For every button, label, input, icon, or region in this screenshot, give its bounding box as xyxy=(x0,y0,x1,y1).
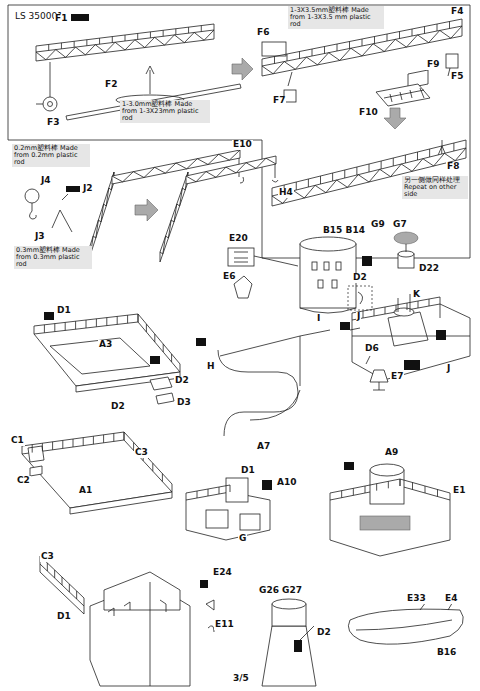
part-number: F8 xyxy=(446,162,460,172)
ladder-part xyxy=(228,248,254,266)
part-number: D1 xyxy=(56,612,72,622)
part-number: D2 xyxy=(352,273,368,283)
railing xyxy=(124,432,172,492)
part-number: E10 xyxy=(232,140,253,150)
step-arrow xyxy=(135,199,158,221)
part-number: D2 xyxy=(110,402,126,412)
railing-part xyxy=(218,330,330,436)
truss-beam xyxy=(112,150,240,184)
part-number: C3 xyxy=(40,552,55,562)
part-number: E11 xyxy=(214,620,235,630)
part-number: F10 xyxy=(358,108,379,118)
lamp-part xyxy=(394,232,418,244)
pulley-part xyxy=(43,97,57,111)
truss-beam xyxy=(186,156,276,184)
tray-part xyxy=(376,84,430,106)
part-number: E20 xyxy=(228,234,249,244)
part-number: F1 xyxy=(54,14,68,24)
note-text: 1-3X3.5mm塑料棒 Made from 1-3X3.5 mm plasti… xyxy=(288,6,384,29)
turret-part xyxy=(300,244,356,308)
part-number: G xyxy=(238,534,247,544)
part-number: A10 xyxy=(276,478,298,488)
railing xyxy=(36,24,214,52)
part-number: J2 xyxy=(82,184,94,194)
step-frame xyxy=(8,5,470,258)
part-number: D3 xyxy=(176,398,192,408)
part-number: A1 xyxy=(78,486,93,496)
note-text: 0.3mm塑料棒 Made from 0.3mm plastic rod xyxy=(14,246,92,269)
funnel-part xyxy=(262,626,316,686)
part-number: E6 xyxy=(222,272,236,282)
part-number: A3 xyxy=(98,340,113,350)
part-number: E4 xyxy=(444,594,458,604)
part-number: A7 xyxy=(256,442,271,452)
part-number: H xyxy=(206,362,216,372)
part-number: J4 xyxy=(40,176,52,186)
part-number: C2 xyxy=(16,476,31,486)
part-number: F7 xyxy=(272,96,286,106)
railing-strip xyxy=(40,564,84,614)
part-number: E7 xyxy=(390,372,404,382)
truss-work xyxy=(22,19,466,606)
truss-beam xyxy=(262,26,462,76)
part-number: J3 xyxy=(34,232,46,242)
part-number: J xyxy=(446,364,451,374)
part-number: C1 xyxy=(10,436,25,446)
part-number: A9 xyxy=(384,448,399,458)
railing xyxy=(34,314,138,334)
part-number: B16 xyxy=(436,648,457,658)
part-number: F5 xyxy=(450,72,464,82)
step-arrow xyxy=(384,108,406,129)
part-number: F3 xyxy=(46,118,60,128)
small-part xyxy=(234,276,252,298)
part-number: H4 xyxy=(278,188,294,198)
railing xyxy=(400,479,450,500)
railing xyxy=(40,556,84,606)
part-number: G7 xyxy=(392,220,408,230)
part-number: D1 xyxy=(56,306,72,316)
step-arrow xyxy=(232,58,253,80)
part-number: D2 xyxy=(174,376,190,386)
hook-block xyxy=(25,189,39,203)
part-number: F6 xyxy=(256,28,270,38)
note-text: 另一侧做同样处理 Repeat on other side xyxy=(402,176,468,199)
part-number: 3/5 xyxy=(232,674,250,684)
truss-beam xyxy=(160,172,188,262)
note-text: 0.2mm塑料棒 Made from 0.2mm plastic rod xyxy=(12,144,90,167)
railing-panel xyxy=(262,42,286,56)
bridge-deck xyxy=(352,304,470,380)
railing xyxy=(138,314,180,372)
part-number: F2 xyxy=(104,80,118,90)
part-number: K xyxy=(412,290,421,300)
railing xyxy=(330,479,400,500)
part-number: E1 xyxy=(452,486,466,496)
part-number: B15 B14 xyxy=(322,226,366,236)
part-number: E24 xyxy=(212,568,233,578)
note-text: 1-3.0mm塑料棒 Made from 1-3X23mm plastic ro… xyxy=(120,100,210,123)
part-number: I xyxy=(316,314,321,324)
railing xyxy=(22,432,124,454)
part-number: F9 xyxy=(426,60,440,70)
part-number: G26 G27 xyxy=(258,586,303,596)
part-number: D22 xyxy=(418,264,440,274)
railing xyxy=(186,485,230,500)
part-number: J xyxy=(356,312,361,322)
part-number: E33 xyxy=(406,594,427,604)
part-number: D6 xyxy=(364,344,380,354)
part-number: G9 xyxy=(370,220,386,230)
boat-hull xyxy=(348,609,463,644)
part-number: D1 xyxy=(240,466,256,476)
railing xyxy=(352,297,440,320)
part-number: C3 xyxy=(134,448,149,458)
part-number: D2 xyxy=(316,628,332,638)
part-number: F4 xyxy=(450,7,464,17)
